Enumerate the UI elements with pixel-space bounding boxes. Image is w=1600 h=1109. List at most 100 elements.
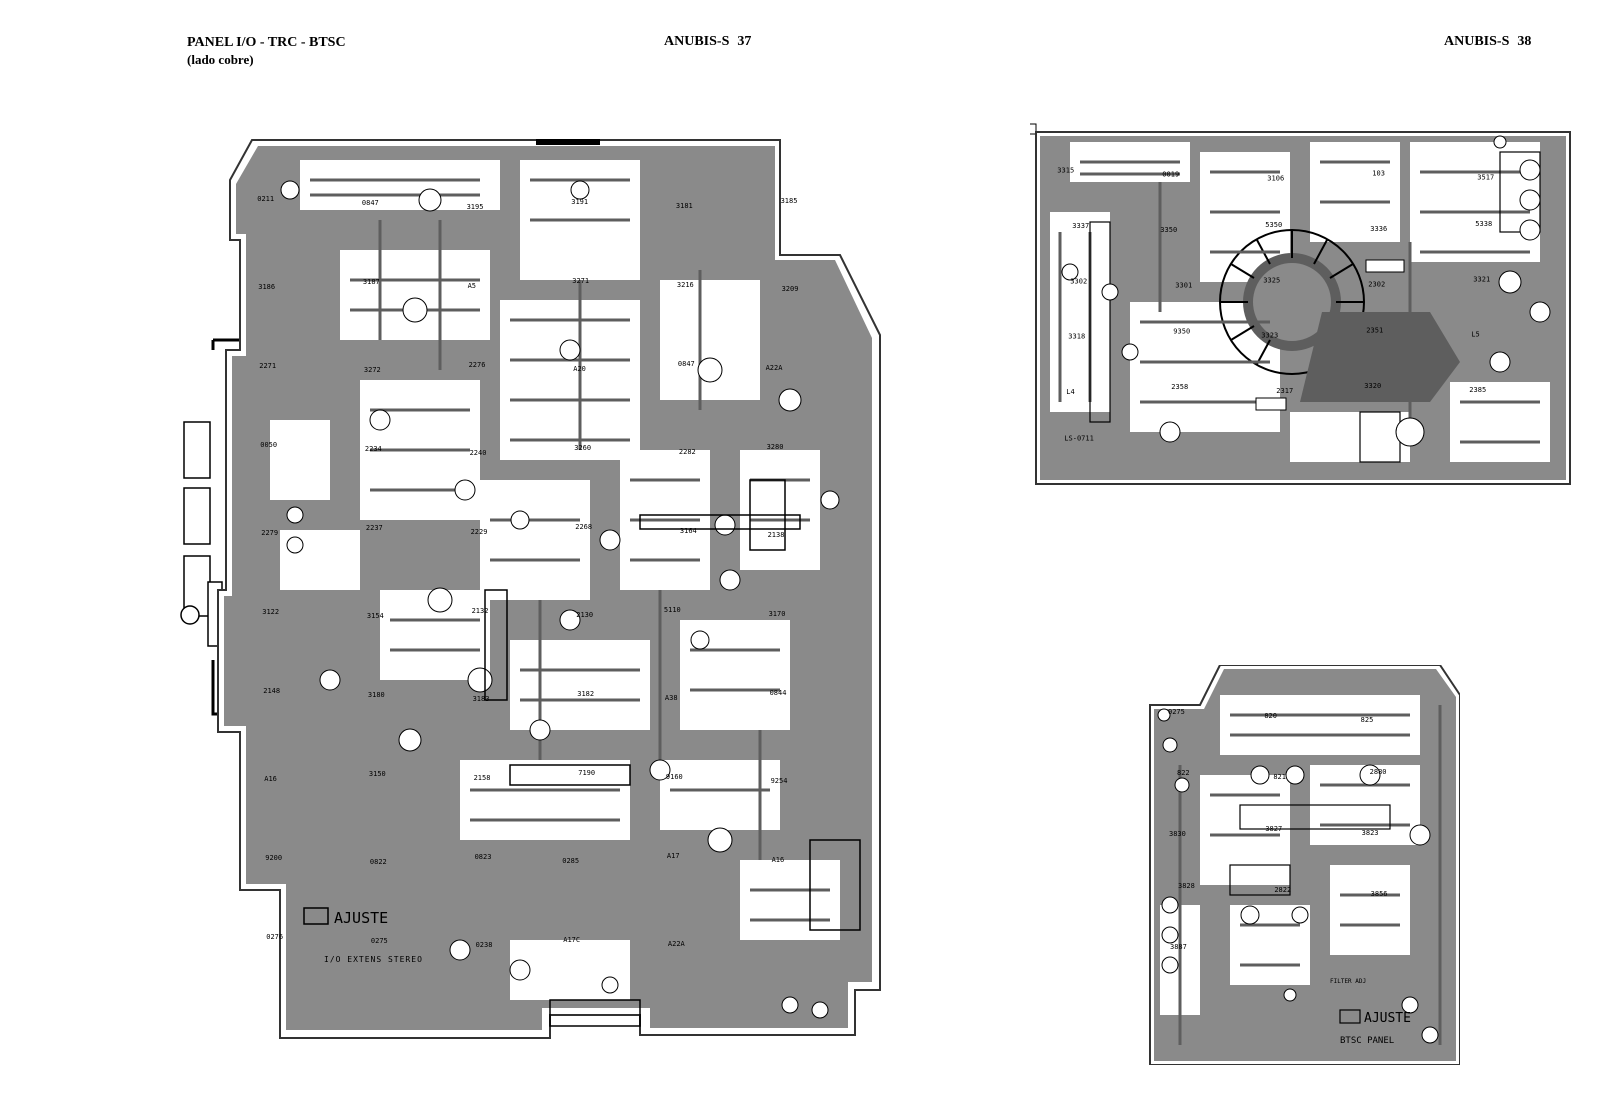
component-label: 2229 [471,528,488,536]
io-connectors [180,421,223,647]
component-label: 2282 [679,448,696,456]
component-label: 0211 [257,195,274,203]
btsc-pads [1157,708,1439,1044]
trc-socket-ring [1219,229,1460,402]
component-label: A22A [668,940,686,948]
component-label: 3183 [473,695,490,703]
component-label: 825 [1361,716,1374,724]
component-label: 0275 [1168,708,1185,716]
component-label: 5338 [1475,220,1492,228]
component-label: 0847 [362,199,379,207]
component-label: 3122 [262,608,279,616]
component-label: 103 [1372,170,1385,178]
component-label: 3856 [1371,890,1388,898]
component-label: 3827 [1265,825,1282,833]
page-number: 37 [737,34,752,49]
component-label: A17 [667,852,680,860]
component-label: 2351 [1366,327,1383,335]
component-label: 3350 [1160,226,1177,234]
component-label: 2880 [1370,768,1387,776]
component-label: A16 [772,856,785,864]
component-label: 3272 [364,366,381,374]
component-label: 2148 [263,687,280,695]
component-label: 3170 [769,610,786,618]
component-label: 820 [1264,712,1277,720]
component-label: 3185 [781,197,798,205]
btsc-ic [1229,804,1391,896]
component-label: 7190 [578,769,595,777]
component-label: 5110 [664,606,681,614]
component-label: 3181 [676,202,693,210]
component-label: 3325 [1263,276,1280,284]
component-label: 2240 [470,449,487,457]
trc-pads [1061,135,1551,447]
component-label: 3182 [577,690,594,698]
component-label: 3318 [1068,333,1085,341]
component-label: 3302 [1070,277,1087,285]
component-label: 3320 [1364,382,1381,390]
component-label: 0847 [678,360,695,368]
component-label: 2302 [1368,280,1385,288]
component-label: 2358 [1171,383,1188,391]
document-title: PANEL I/O - TRC - BTSC [187,35,346,50]
model-name: ANUBIS-S [1444,34,1510,49]
component-label: 3186 [258,283,275,291]
component-label: 3271 [572,277,589,285]
component-label: 2385 [1469,386,1486,394]
io-ic-footprints [484,479,861,1027]
model-name: ANUBIS-S [664,34,730,49]
component-label: 2138 [768,531,785,539]
component-label: 2234 [365,445,382,453]
adjust-label: AJUSTE [1364,1011,1411,1026]
component-label: 0822 [370,858,387,866]
component-label: 3180 [368,691,385,699]
page-header-38: ANUBIS-S 38 [1444,33,1531,50]
io-clearance [270,160,840,1000]
component-label: 9254 [771,777,788,785]
component-label: 0823 [475,853,492,861]
io-adjust-marker: AJUSTE [303,907,388,927]
component-label: 3337 [1072,222,1089,230]
component-label: 3301 [1175,281,1192,289]
component-label: 5350 [1265,221,1282,229]
component-label: 3191 [571,198,588,206]
page-number: 38 [1517,34,1532,49]
document-subtitle: (lado cobre) [187,52,254,67]
component-label: 0844 [770,689,787,697]
component-label: 2271 [259,362,276,370]
component-label: 2822 [1274,886,1291,894]
btsc-traces [1178,705,1442,1045]
component-label: 0050 [260,441,277,449]
component-label: 2237 [366,524,383,532]
board-name-label: I/O EXTENS STEREO [324,955,423,964]
component-label: L4 [1066,388,1074,396]
component-label: 3323 [1261,332,1278,340]
component-label: 3823 [1362,829,1379,837]
trc-clearance [1050,142,1550,462]
component-label: 3209 [782,285,799,293]
component-label: 9350 [1173,328,1190,336]
component-label: 0285 [562,857,579,865]
component-label: 2279 [261,529,278,537]
btsc-adjust-marker: AJUSTE [1339,1009,1411,1026]
component-label: 3315 [1057,167,1074,175]
component-label: 821 [1273,773,1286,781]
component-label: A5 [468,282,476,290]
component-label: 3187 [363,278,380,286]
component-label: 0275 [371,937,388,945]
component-label: 3164 [680,527,697,535]
io-traces [310,178,830,922]
component-label: 3830 [1169,830,1186,838]
component-label: 2268 [575,523,592,531]
component-label: 0238 [476,941,493,949]
component-label: A20 [573,365,586,373]
component-label: L5 [1471,331,1479,339]
component-label: 3260 [574,444,591,452]
document-header-left: PANEL I/O - TRC - BTSC (lado cobre) [187,34,346,68]
component-label: 3321 [1473,275,1490,283]
component-label: 3216 [677,281,694,289]
